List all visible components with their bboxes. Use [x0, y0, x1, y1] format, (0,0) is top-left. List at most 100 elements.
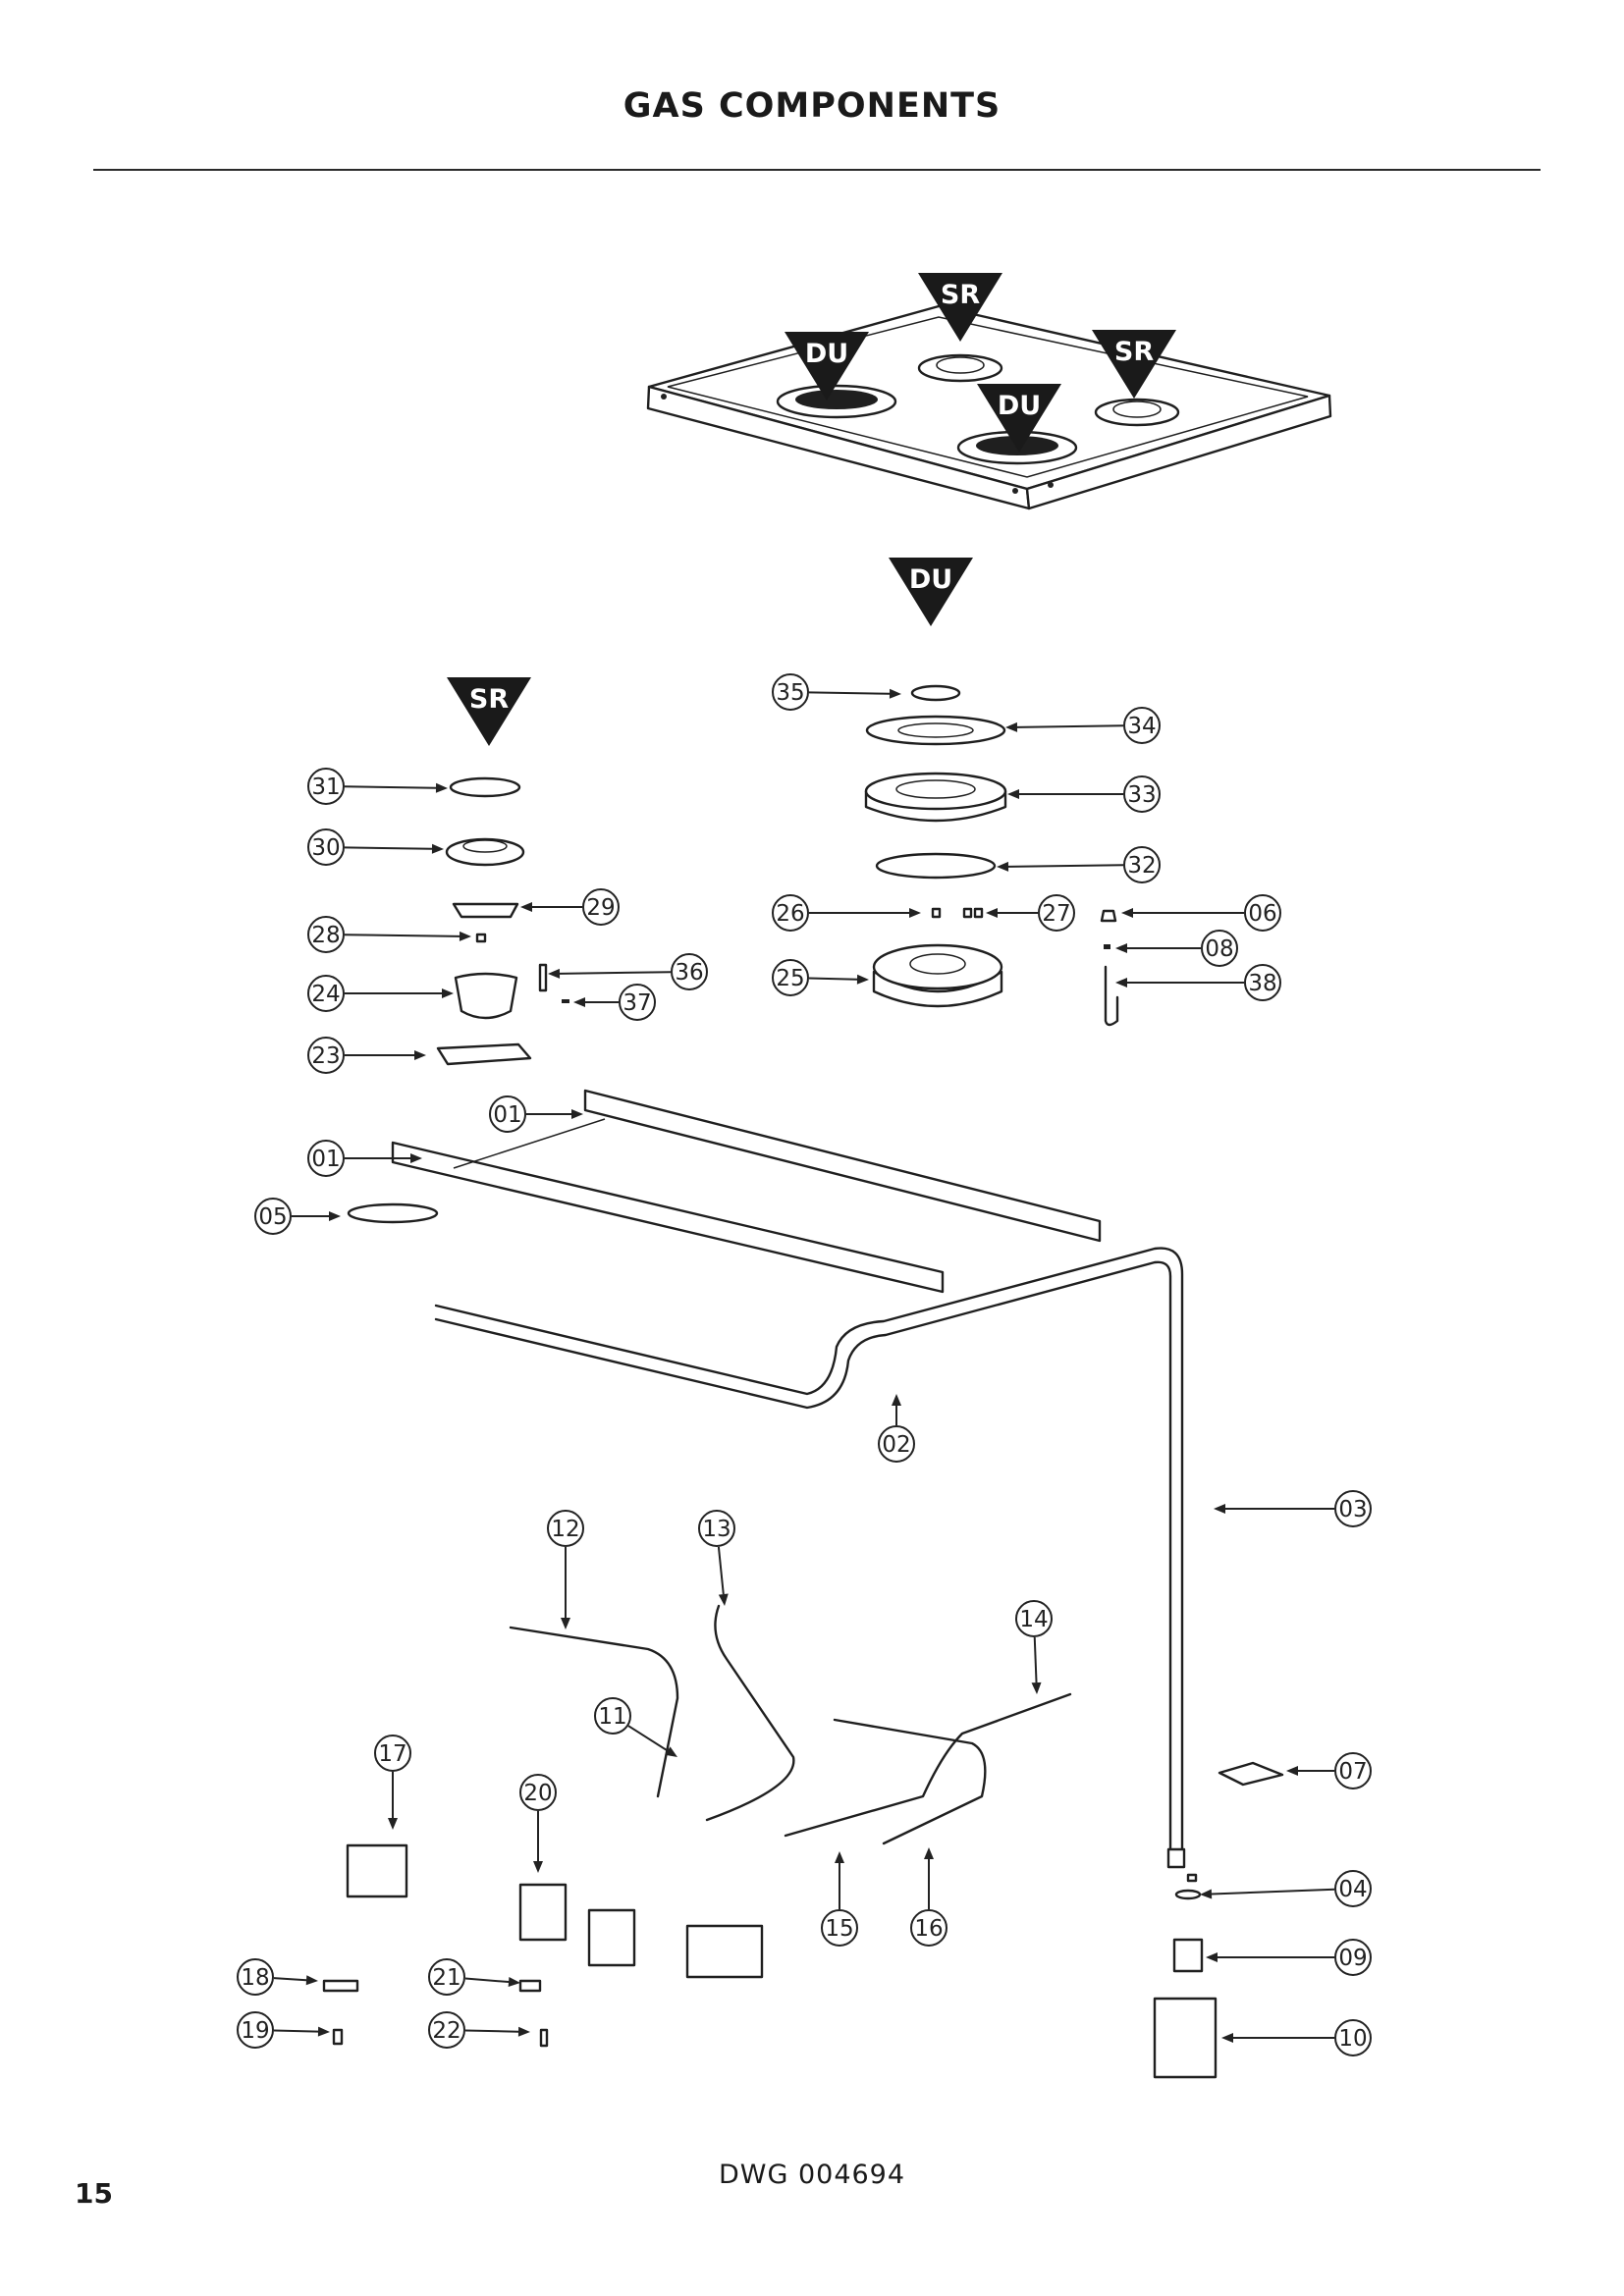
callout-07: 07 [1286, 1752, 1372, 1789]
svg-text:01: 01 [311, 1147, 340, 1172]
svg-text:20: 20 [523, 1781, 552, 1806]
manifold-support-rails [347, 1089, 1102, 1294]
svg-text:27: 27 [1042, 901, 1070, 927]
svg-text:21: 21 [432, 1965, 460, 1991]
svg-text:33: 33 [1127, 782, 1156, 808]
callout-02: 02 [878, 1394, 915, 1463]
callout-34: 34 [1005, 707, 1161, 744]
callout-09: 09 [1206, 1939, 1372, 1976]
callout-23: 23 [307, 1037, 426, 1074]
svg-text:SR: SR [941, 280, 980, 310]
callout-30: 30 [307, 828, 444, 866]
svg-text:10: 10 [1338, 2026, 1367, 2052]
callout-01: 01 [489, 1095, 583, 1133]
svg-text:29: 29 [586, 895, 615, 921]
drawing-number: DWG 004694 [718, 2160, 906, 2190]
svg-text:34: 34 [1127, 714, 1156, 739]
callout-11: 11 [594, 1697, 677, 1757]
callout-24: 24 [307, 975, 454, 1012]
svg-text:13: 13 [702, 1517, 731, 1542]
svg-text:18: 18 [241, 1965, 269, 1991]
svg-text:37: 37 [623, 990, 651, 1016]
svg-text:06: 06 [1248, 901, 1276, 927]
gas-tubes [509, 1604, 1072, 1845]
page-title: GAS COMPONENTS [623, 86, 1001, 126]
callout-36: 36 [548, 953, 708, 990]
svg-text:DU: DU [805, 339, 848, 369]
cooktop-tray [646, 304, 1332, 510]
callout-22: 22 [428, 2011, 530, 2049]
svg-text:24: 24 [311, 982, 340, 1007]
callout-01: 01 [307, 1140, 422, 1177]
callout-08: 08 [1115, 930, 1238, 967]
callout-20: 20 [519, 1774, 557, 1873]
title-divider [93, 169, 1541, 171]
svg-text:38: 38 [1248, 971, 1276, 996]
svg-text:03: 03 [1338, 1497, 1367, 1522]
svg-text:28: 28 [311, 923, 340, 948]
svg-text:15: 15 [825, 1916, 853, 1942]
svg-text:23: 23 [311, 1043, 340, 1069]
callout-18: 18 [237, 1958, 318, 1996]
callout-37: 37 [573, 984, 656, 1021]
callout-16: 16 [910, 1847, 947, 1947]
svg-text:02: 02 [882, 1432, 910, 1458]
page-number: 15 [75, 2177, 113, 2210]
svg-text:26: 26 [776, 901, 804, 927]
svg-text:08: 08 [1205, 936, 1233, 962]
svg-text:12: 12 [551, 1517, 579, 1542]
svg-text:07: 07 [1338, 1759, 1367, 1785]
svg-text:35: 35 [776, 680, 804, 706]
svg-text:36: 36 [675, 960, 703, 986]
callout-31: 31 [307, 768, 448, 805]
svg-text:DU: DU [998, 391, 1041, 421]
svg-text:SR: SR [469, 684, 509, 715]
callout-03: 03 [1214, 1490, 1372, 1527]
burner-marker-du-group: DU [889, 558, 973, 626]
callout-06: 06 [1121, 894, 1281, 932]
callout-14: 14 [1015, 1600, 1053, 1694]
svg-text:05: 05 [258, 1204, 287, 1230]
burner-marker-top-du-center: DU [977, 384, 1061, 453]
callout-38: 38 [1115, 964, 1281, 1001]
svg-text:SR: SR [1114, 337, 1154, 367]
callout-29: 29 [520, 888, 620, 926]
callout-17: 17 [374, 1735, 411, 1830]
semi-rapid-burner-parts [436, 776, 569, 1066]
dual-burner-parts [864, 684, 1119, 1027]
svg-text:DU: DU [909, 564, 952, 595]
svg-text:22: 22 [432, 2018, 460, 2044]
svg-text:17: 17 [378, 1741, 406, 1767]
burner-marker-top-du-left: DU [785, 332, 869, 400]
svg-text:32: 32 [1127, 853, 1156, 879]
callout-21: 21 [428, 1958, 520, 1996]
svg-text:04: 04 [1338, 1877, 1367, 1902]
burner-marker-sr-group: SR [447, 677, 531, 746]
callout-05: 05 [254, 1198, 341, 1235]
svg-text:09: 09 [1338, 1946, 1367, 1971]
callout-12: 12 [547, 1510, 584, 1629]
callout-10: 10 [1221, 2019, 1372, 2056]
svg-text:16: 16 [914, 1916, 943, 1942]
callout-35: 35 [772, 673, 901, 711]
svg-text:14: 14 [1019, 1607, 1048, 1632]
callout-13: 13 [698, 1510, 735, 1606]
svg-text:01: 01 [493, 1102, 521, 1128]
valves-and-fittings [322, 1761, 1284, 2079]
svg-text:31: 31 [311, 774, 340, 800]
callout-15: 15 [821, 1851, 858, 1947]
svg-text:19: 19 [241, 2018, 269, 2044]
burner-marker-top-sr-rear: SR [918, 273, 1002, 342]
callout-19: 19 [237, 2011, 330, 2049]
manifold-pipe [434, 1247, 1186, 1869]
callout-33: 33 [1007, 775, 1161, 813]
callout-26: 26 [772, 894, 921, 932]
callout-04: 04 [1200, 1870, 1372, 1907]
svg-text:30: 30 [311, 835, 340, 861]
svg-text:11: 11 [598, 1704, 626, 1730]
callout-25: 25 [772, 959, 869, 996]
svg-text:25: 25 [776, 966, 804, 991]
callout-32: 32 [997, 846, 1161, 883]
callout-28: 28 [307, 916, 471, 953]
